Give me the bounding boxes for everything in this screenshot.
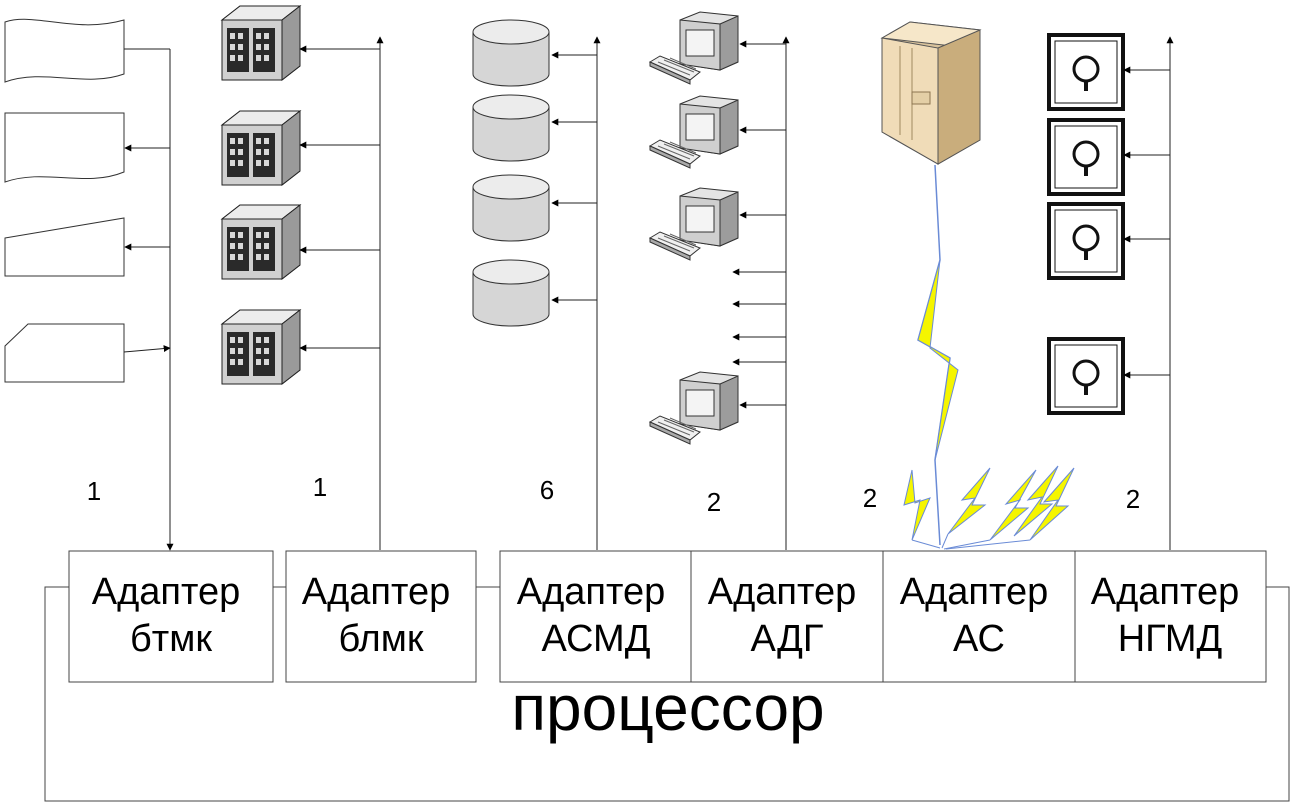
punch-card-icon (4, 323, 125, 383)
device-count: 2 (1126, 484, 1140, 514)
adapter-btmk: Адаптер бтмк (68, 550, 274, 683)
magnetic-tape-unit-icon (221, 204, 301, 280)
device-count: 2 (707, 487, 721, 517)
adapter-blmk: Адаптер блмк (285, 550, 477, 683)
adapter-ngmd: Адаптер НГМД (1074, 550, 1267, 683)
adapter-label: Адаптер (1091, 571, 1239, 613)
adapter-label: Адаптер (708, 571, 856, 613)
computer-terminal-icon (649, 371, 739, 445)
adapter-label: Адаптер (302, 571, 450, 613)
device-count: 6 (540, 475, 554, 505)
adapter-label: Адаптер (92, 571, 240, 613)
floppy-drive-icon (1047, 33, 1125, 111)
adapter-adg: Адаптер АДГ (690, 550, 884, 683)
magnetic-tape-unit-icon (221, 309, 301, 385)
paper-tape-icon (4, 112, 125, 183)
adapter-type: бтмк (130, 618, 212, 660)
adapter-asmd: Адаптер АСМД (499, 550, 692, 683)
disk-drive-icon (472, 259, 550, 327)
device-count: 1 (87, 476, 101, 506)
device-count: 2 (863, 483, 877, 513)
device-count: 1 (313, 472, 327, 502)
floppy-drive-icon (1047, 118, 1125, 196)
adapter-label: Адаптер (900, 571, 1048, 613)
adapter-type: НГМД (1118, 618, 1223, 660)
adapter-label: Адаптер (517, 571, 665, 613)
floppy-drive-icon (1047, 337, 1125, 415)
floppy-drive-icon (1047, 202, 1125, 280)
computer-terminal-icon (649, 187, 739, 261)
lightning-icon (903, 465, 1075, 541)
adapter-type: АДГ (751, 618, 824, 660)
paper-tape-icon (4, 18, 125, 83)
adapter-type: АСМД (542, 618, 651, 660)
computer-terminal-icon (649, 11, 739, 85)
server-icon (880, 21, 982, 165)
punch-card-icon (4, 217, 125, 277)
computer-terminal-icon (649, 95, 739, 169)
disk-drive-icon (472, 94, 550, 162)
magnetic-tape-unit-icon (221, 5, 301, 81)
magnetic-tape-unit-icon (221, 110, 301, 186)
adapter-as: Адаптер АС (882, 550, 1076, 683)
lightning-icon (917, 164, 959, 546)
disk-drive-icon (472, 174, 550, 242)
adapter-type: блмк (339, 618, 424, 660)
processor-label: процессор (511, 672, 824, 744)
adapter-type: АС (953, 618, 1005, 660)
disk-drive-icon (472, 19, 550, 87)
